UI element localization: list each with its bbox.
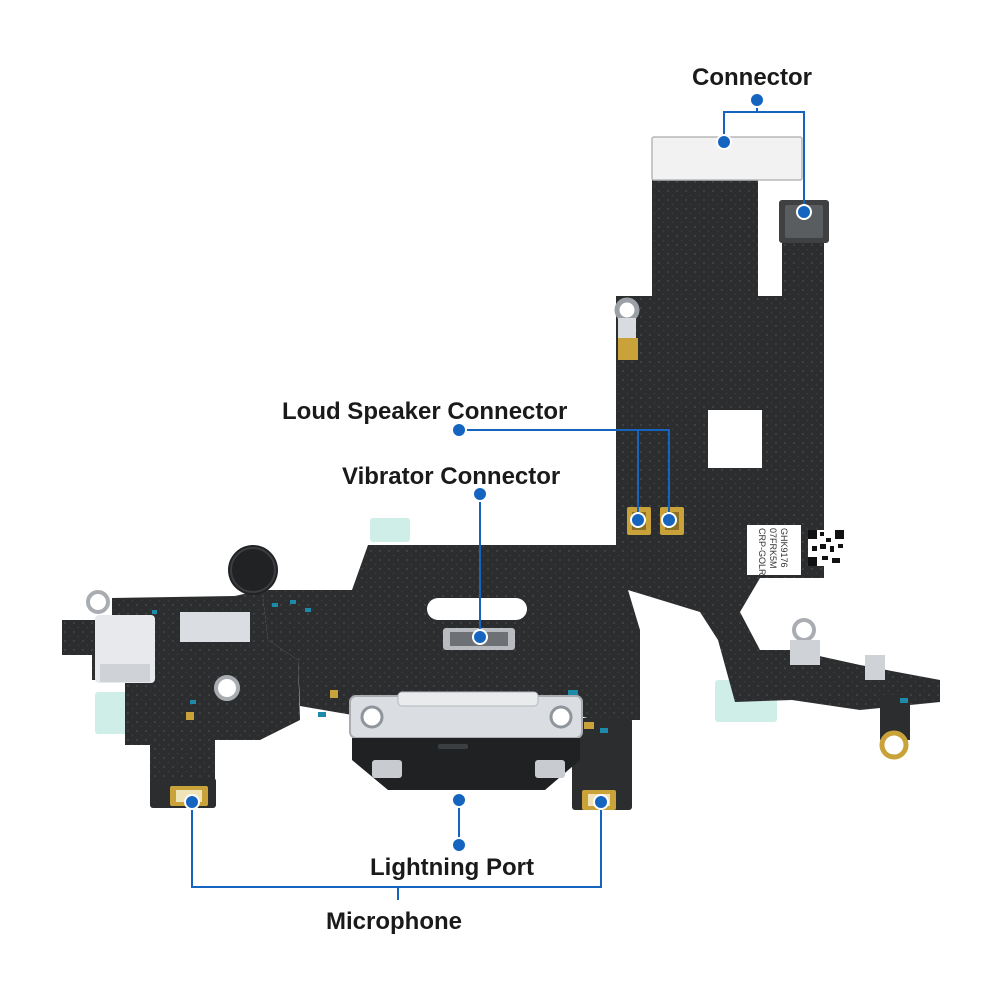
lightning-port-label: Lightning Port <box>370 854 534 881</box>
vibrator-motor <box>228 545 278 595</box>
loud-speaker-connector-label: Loud Speaker Connector <box>282 398 568 425</box>
center-slot <box>427 598 527 620</box>
main-cable-texture <box>262 178 940 720</box>
connector-callout <box>723 111 805 210</box>
sticker-line-2: 07FRK5M <box>768 528 778 569</box>
sticker-line-1: GHK9176 <box>779 528 789 568</box>
right-mic-arm <box>572 718 632 810</box>
microphone-label: Microphone <box>326 908 462 935</box>
qr-code <box>808 530 844 566</box>
callout-dots <box>184 92 812 853</box>
tail-cutout <box>708 410 762 468</box>
vibrator-connector-label: Vibrator Connector <box>342 463 561 490</box>
metal-brackets <box>86 136 909 760</box>
lightning-port <box>349 691 583 790</box>
microphone-callout <box>191 802 602 888</box>
serial-sticker <box>747 525 801 575</box>
connector-label: Connector <box>692 64 812 91</box>
sticker-line-3: CRP-GOLR <box>757 528 767 576</box>
surface-components <box>152 600 908 733</box>
speaker-callout <box>459 429 670 518</box>
